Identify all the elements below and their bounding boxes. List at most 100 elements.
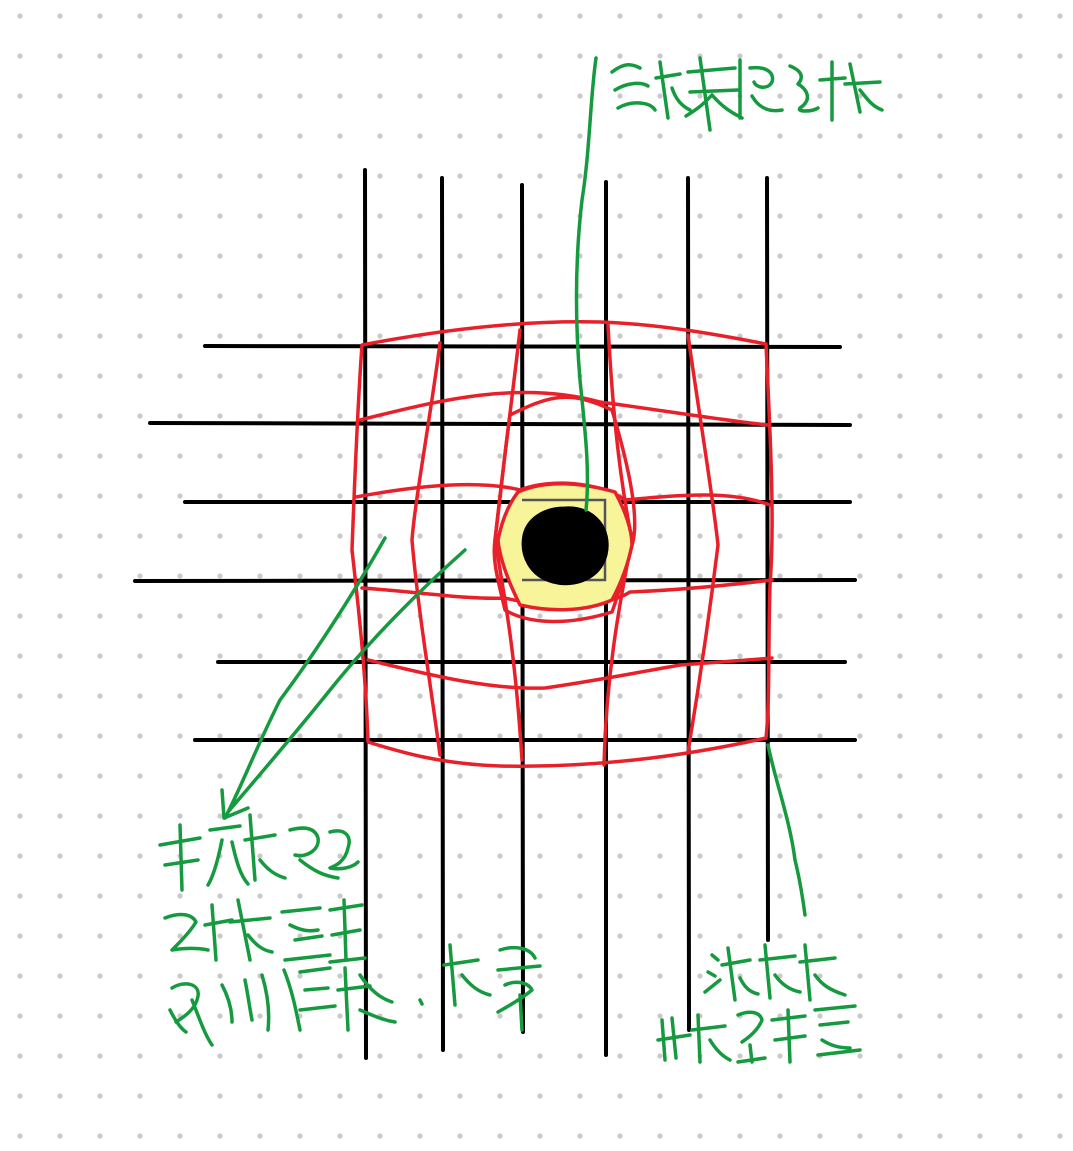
background-dot xyxy=(977,973,983,979)
background-dot xyxy=(937,253,943,259)
background-dot xyxy=(177,93,183,99)
background-dot xyxy=(817,53,823,59)
grid-vertical-line-2 xyxy=(440,176,445,1052)
background-dot xyxy=(137,853,143,859)
background-dot xyxy=(657,653,663,659)
background-dot xyxy=(977,1053,983,1059)
background-dot xyxy=(497,973,503,979)
background-dot xyxy=(1057,653,1063,659)
background-dot xyxy=(897,1053,903,1059)
background-dot xyxy=(257,693,263,699)
grid-vertical-line-3 xyxy=(520,183,525,1034)
background-dot xyxy=(97,173,103,179)
background-dot xyxy=(777,573,783,579)
background-dot xyxy=(337,813,343,819)
background-dot xyxy=(57,773,63,779)
background-dot xyxy=(257,613,263,619)
background-dot xyxy=(617,733,623,739)
background-dot xyxy=(97,933,103,939)
background-dot xyxy=(577,1013,583,1019)
background-dot xyxy=(697,453,703,459)
background-dot xyxy=(257,1013,263,1019)
background-dot xyxy=(457,933,463,939)
handwriting-bottom-left xyxy=(158,813,542,1047)
background-dot xyxy=(897,733,903,739)
background-dot xyxy=(777,693,783,699)
background-dot xyxy=(977,533,983,539)
background-dot xyxy=(697,333,703,339)
background-dot xyxy=(177,893,183,899)
background-dot xyxy=(817,573,823,579)
background-dot xyxy=(1057,933,1063,939)
background-dot xyxy=(137,453,143,459)
background-dot xyxy=(177,693,183,699)
background-dot xyxy=(137,53,143,59)
background-dot xyxy=(737,173,743,179)
background-dot xyxy=(217,93,223,99)
background-dot xyxy=(817,773,823,779)
background-dot xyxy=(257,373,263,379)
handwriting-bottom-right xyxy=(656,943,862,1064)
background-dot xyxy=(257,573,263,579)
background-dot xyxy=(457,253,463,259)
background-dot xyxy=(817,93,823,99)
background-dot xyxy=(137,173,143,179)
background-dot xyxy=(577,773,583,779)
background-dot xyxy=(57,933,63,939)
background-dot xyxy=(1057,133,1063,139)
background-dot xyxy=(297,453,303,459)
background-dot xyxy=(97,773,103,779)
background-dot xyxy=(577,93,583,99)
background-dot xyxy=(137,573,143,579)
background-dot xyxy=(977,213,983,219)
background-dot xyxy=(377,133,383,139)
background-dot xyxy=(177,1093,183,1099)
background-dot xyxy=(177,733,183,739)
background-dot xyxy=(977,613,983,619)
background-dot xyxy=(657,893,663,899)
background-dot xyxy=(257,493,263,499)
background-dot xyxy=(217,813,223,819)
background-dot xyxy=(1017,733,1023,739)
background-dot xyxy=(377,653,383,659)
background-dot xyxy=(537,373,543,379)
background-dot xyxy=(17,1133,23,1139)
background-dot xyxy=(817,493,823,499)
background-dot xyxy=(537,453,543,459)
background-dot xyxy=(537,973,543,979)
background-dot xyxy=(217,893,223,899)
background-dot xyxy=(457,53,463,59)
background-dot xyxy=(297,813,303,819)
background-dot xyxy=(297,733,303,739)
background-dot xyxy=(257,133,263,139)
background-dot xyxy=(697,1093,703,1099)
background-dot xyxy=(17,733,23,739)
background-dot xyxy=(417,133,423,139)
background-dot xyxy=(17,973,23,979)
background-dot xyxy=(177,573,183,579)
background-dot xyxy=(417,1013,423,1019)
background-dot xyxy=(817,293,823,299)
background-dot xyxy=(897,933,903,939)
background-dot xyxy=(617,293,623,299)
background-dot xyxy=(457,293,463,299)
background-dot xyxy=(1057,453,1063,459)
background-dot xyxy=(497,1053,503,1059)
background-dot xyxy=(257,813,263,819)
background-dot xyxy=(1017,453,1023,459)
background-dot xyxy=(897,973,903,979)
background-dot xyxy=(297,333,303,339)
background-dot xyxy=(137,773,143,779)
background-dot xyxy=(857,1133,863,1139)
background-dot xyxy=(817,333,823,339)
background-dot xyxy=(617,893,623,899)
background-dot xyxy=(217,53,223,59)
background-dot xyxy=(577,733,583,739)
background-dot xyxy=(937,1093,943,1099)
background-dot xyxy=(937,453,943,459)
background-dot xyxy=(337,493,343,499)
background-dot xyxy=(1017,933,1023,939)
background-dot xyxy=(17,413,23,419)
background-dot xyxy=(737,53,743,59)
background-dot xyxy=(897,1133,903,1139)
